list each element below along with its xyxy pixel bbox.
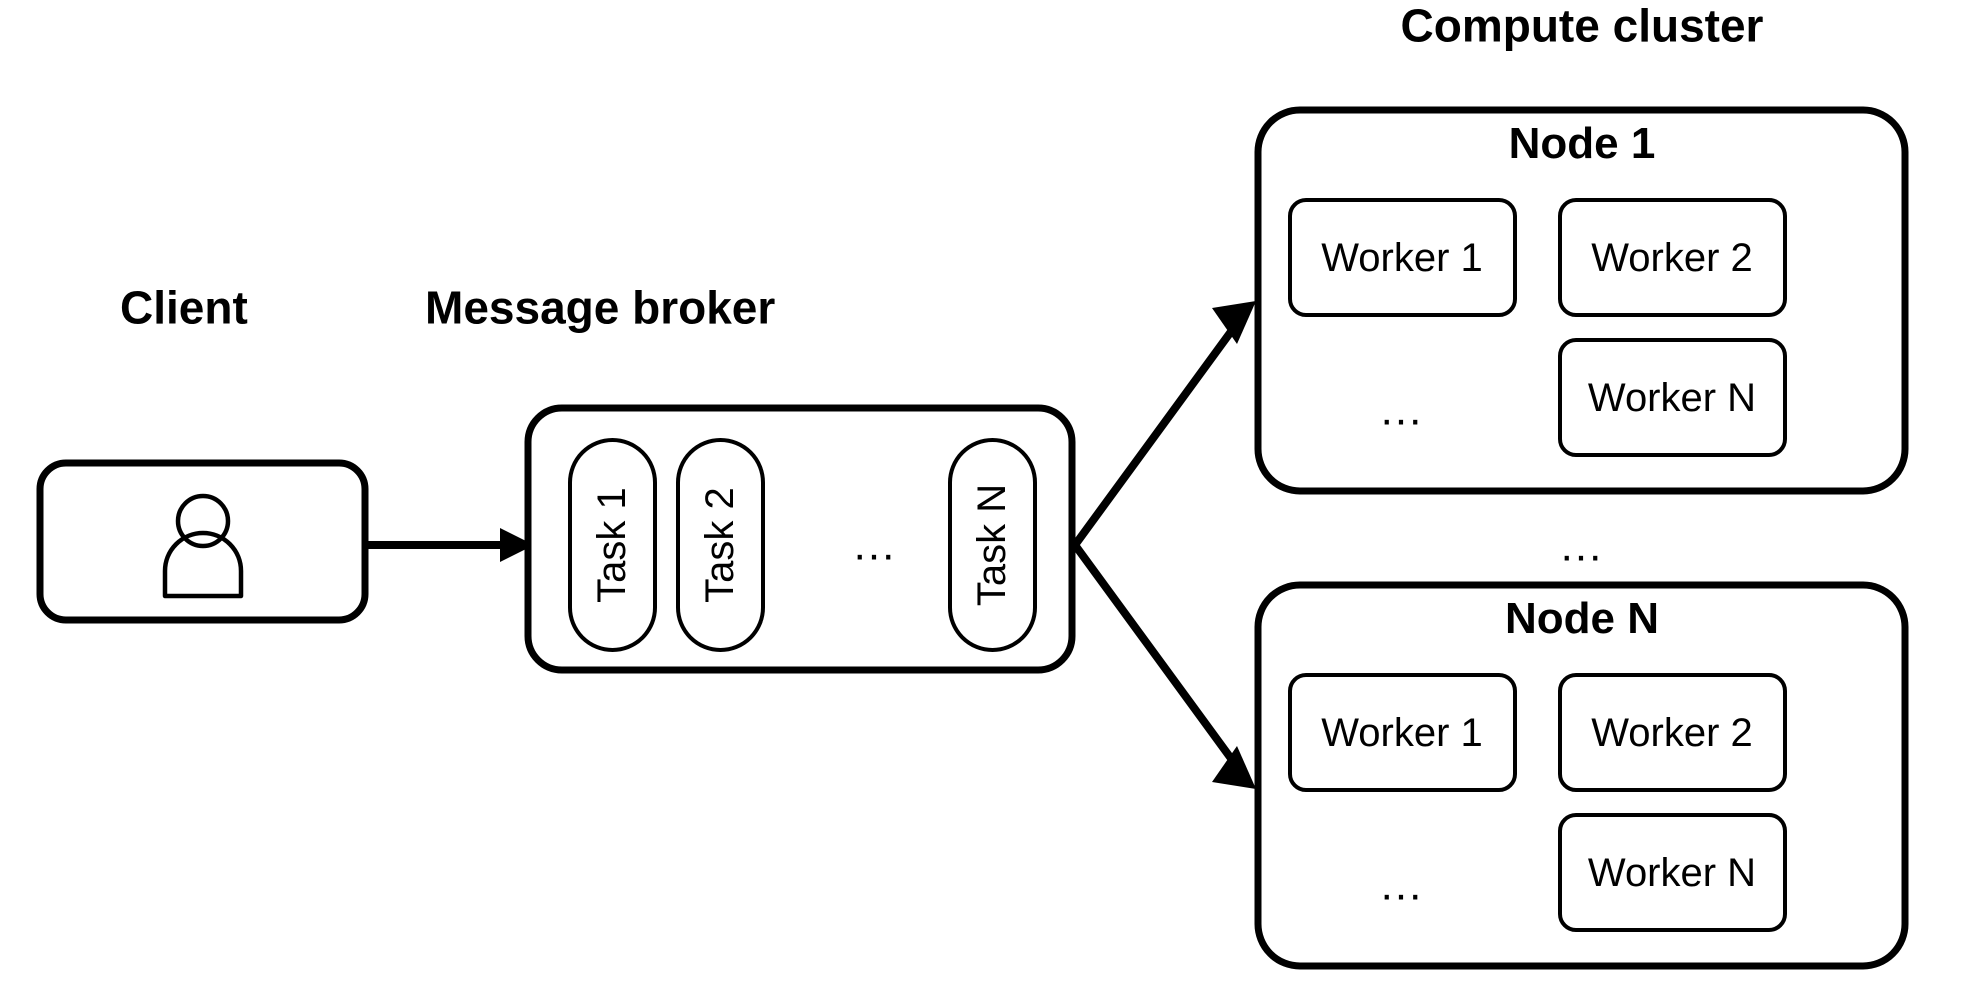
arrow-broker-to-node-n — [1071, 542, 1256, 789]
task-pill-1[interactable]: Task 1 — [568, 438, 657, 652]
node-1-worker-n[interactable]: Worker N — [1558, 338, 1787, 457]
task-pill-1-label: Task 1 — [590, 487, 634, 603]
client-box[interactable] — [36, 459, 369, 624]
node-1-worker-1[interactable]: Worker 1 — [1288, 198, 1517, 317]
arrow-broker-to-node-1-line — [1071, 319, 1242, 548]
arrow-broker-to-node-1-head — [1212, 301, 1256, 344]
node-1-worker-n-outline — [1558, 338, 1787, 457]
node-1-worker-2[interactable]: Worker 2 — [1558, 198, 1787, 317]
node-n-title: Node N — [1505, 594, 1659, 643]
task-ellipsis: ... — [854, 521, 897, 570]
task-pill-2[interactable]: Task 2 — [676, 438, 765, 652]
node-1-worker-2-label: Worker 2 — [1591, 236, 1753, 280]
task-pill-n-label: Task N — [970, 484, 1014, 606]
task-pill-n[interactable]: Task N — [948, 438, 1037, 652]
node-1-worker-n-label: Worker N — [1588, 376, 1756, 420]
node-n-worker-1[interactable]: Worker 1 — [1288, 673, 1517, 792]
node-1-worker-ellipsis: ... — [1381, 386, 1424, 435]
task-pill-2-label: Task 2 — [698, 487, 742, 603]
task-pill-n-outline — [948, 438, 1037, 652]
broker-section-title: Message broker — [425, 282, 775, 334]
node-n-worker-1-outline — [1288, 673, 1517, 792]
node-n-worker-ellipsis: ... — [1381, 861, 1424, 910]
arrow-broker-to-node-1 — [1071, 301, 1256, 548]
node-box-n[interactable]: Node N Worker 1 Worker 2 ... Worker N — [1254, 581, 1909, 970]
message-broker-box[interactable]: Task 1 Task 2 ... Task N — [524, 404, 1076, 674]
node-1-title: Node 1 — [1509, 119, 1656, 168]
task-pill-1-outline — [568, 438, 657, 652]
arrow-client-to-broker-head — [500, 528, 534, 562]
node-n-worker-2[interactable]: Worker 2 — [1558, 673, 1787, 792]
node-n-worker-n-outline — [1558, 813, 1787, 932]
arrow-client-to-broker — [365, 528, 534, 562]
node-n-worker-2-label: Worker 2 — [1591, 711, 1753, 755]
broker-box-outline — [524, 404, 1076, 674]
arrow-broker-to-node-n-line — [1071, 542, 1242, 771]
node-box-1[interactable]: Node 1 Worker 1 Worker 2 ... Worker N — [1254, 106, 1909, 495]
cluster-section-title: Compute cluster — [1401, 0, 1764, 52]
node-n-worker-2-outline — [1558, 673, 1787, 792]
person-icon — [162, 493, 244, 599]
person-body-icon — [162, 530, 244, 599]
node-1-worker-1-outline — [1288, 198, 1517, 317]
node-n-worker-n[interactable]: Worker N — [1558, 813, 1787, 932]
node-1-worker-1-label: Worker 1 — [1321, 236, 1483, 280]
node-n-worker-n-label: Worker N — [1588, 851, 1756, 895]
node-n-worker-1-label: Worker 1 — [1321, 711, 1483, 755]
person-head-icon — [175, 493, 231, 549]
cluster-node-ellipsis: ... — [1561, 522, 1604, 571]
node-1-worker-2-outline — [1558, 198, 1787, 317]
client-section-title: Client — [120, 282, 248, 334]
arrow-broker-to-node-n-head — [1212, 746, 1256, 789]
task-pill-2-outline — [676, 438, 765, 652]
